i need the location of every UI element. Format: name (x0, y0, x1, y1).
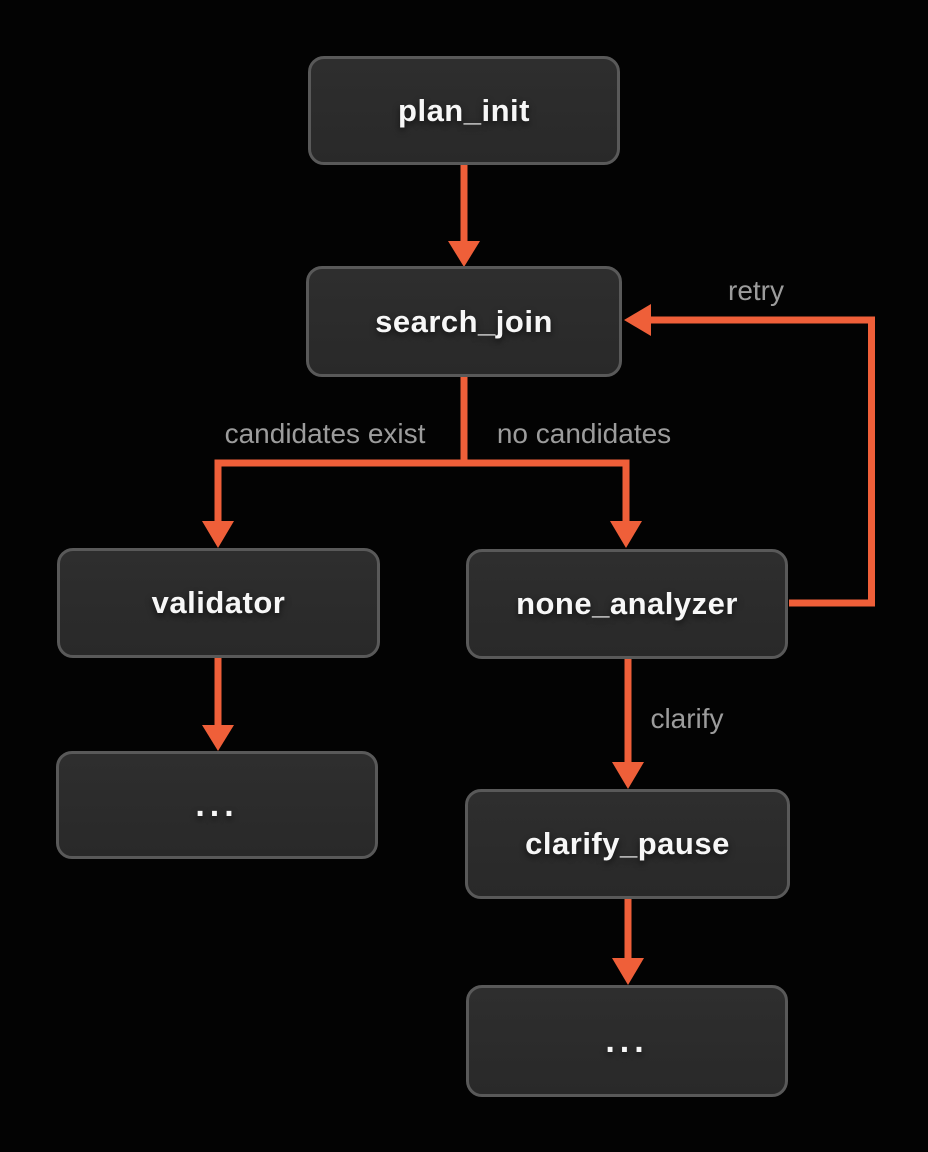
node-search-join: search_join (306, 266, 622, 377)
edge-plan-init-to-search-join (448, 164, 480, 267)
edge-label-retry: retry (728, 275, 784, 306)
edge-label-no-candidates: no candidates (496, 418, 672, 449)
node-label: none_analyzer (516, 586, 738, 621)
node-ellipsis-bottom: ... (466, 985, 788, 1097)
edge-label-clarify: clarify (650, 703, 724, 734)
edge-none-analyzer-to-clarify-pause (612, 659, 644, 789)
arrowhead-down-icon (610, 521, 642, 548)
edge-label-candidates-exist: candidates exist (224, 418, 426, 449)
edge-search-join-branch (202, 377, 642, 548)
arrowhead-down-icon (612, 762, 644, 789)
node-none-analyzer: none_analyzer (466, 549, 788, 659)
arrowhead-down-icon (448, 241, 480, 267)
arrowhead-left-icon (624, 304, 651, 336)
arrowhead-down-icon (612, 958, 644, 985)
node-label: ... (605, 1021, 649, 1060)
node-validator: validator (57, 548, 380, 658)
node-label: validator (151, 585, 286, 620)
arrowhead-down-icon (202, 521, 234, 548)
node-label: plan_init (398, 92, 530, 128)
edge-clarify-pause-to-dots (612, 899, 644, 985)
node-clarify-pause: clarify_pause (465, 789, 790, 899)
node-label: ... (195, 785, 239, 824)
arrowhead-down-icon (202, 725, 234, 751)
node-label: search_join (375, 303, 553, 339)
node-ellipsis-left: ... (56, 751, 378, 859)
node-label: clarify_pause (525, 826, 730, 861)
edge-validator-to-dots (202, 658, 234, 751)
node-plan-init: plan_init (308, 56, 620, 165)
